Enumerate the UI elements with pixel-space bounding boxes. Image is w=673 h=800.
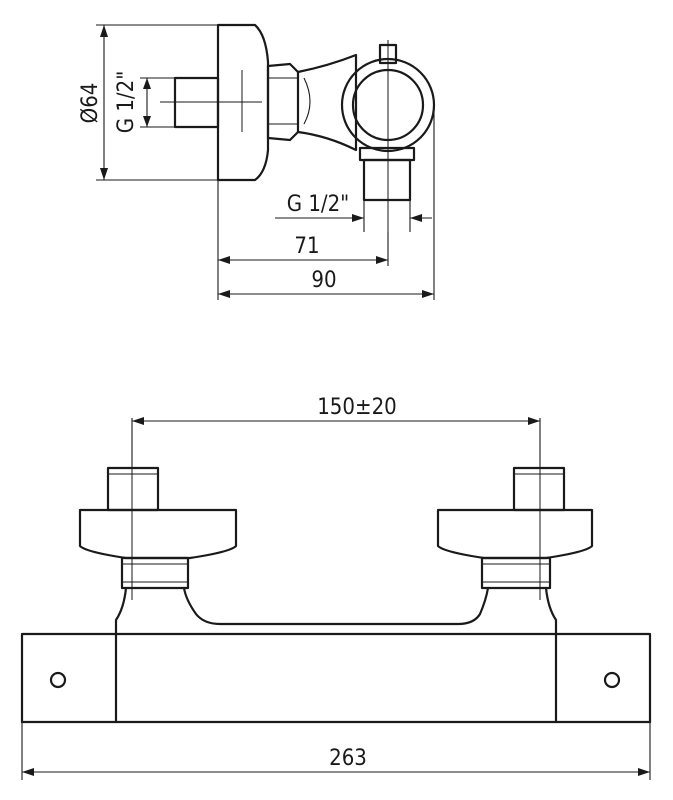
dim-outlet-thread-label: G 1/2"	[287, 192, 350, 217]
dim-inlet-spacing-label: 150±20	[317, 395, 397, 420]
dim-inlet-thread-label: G 1/2"	[114, 71, 139, 134]
wall-flange	[216, 23, 270, 182]
right-screw-hole	[603, 671, 621, 689]
dim-overall-width-label: 263	[329, 746, 367, 771]
left-screw-hole	[49, 671, 67, 689]
dim-diameter-label: Ø64	[78, 83, 103, 124]
dim-projection-inner-label: 71	[294, 234, 319, 259]
right-inlet-assembly	[436, 462, 594, 600]
outlet-collar	[358, 146, 416, 162]
outlet-pipe	[362, 158, 412, 202]
main-body	[20, 632, 652, 724]
connector-bridge	[114, 586, 558, 636]
front-view: 150±20	[20, 395, 652, 780]
right-nut	[480, 556, 552, 590]
left-inlet-assembly	[78, 462, 238, 600]
left-nut	[120, 556, 190, 590]
dim-projection-outer-label: 90	[311, 268, 336, 293]
right-flange	[436, 508, 594, 560]
side-view: Ø64 G 1/2" G 1/2" 71 90	[78, 23, 436, 300]
left-flange	[78, 508, 238, 560]
nut	[266, 62, 300, 142]
connector-neck	[296, 53, 358, 152]
